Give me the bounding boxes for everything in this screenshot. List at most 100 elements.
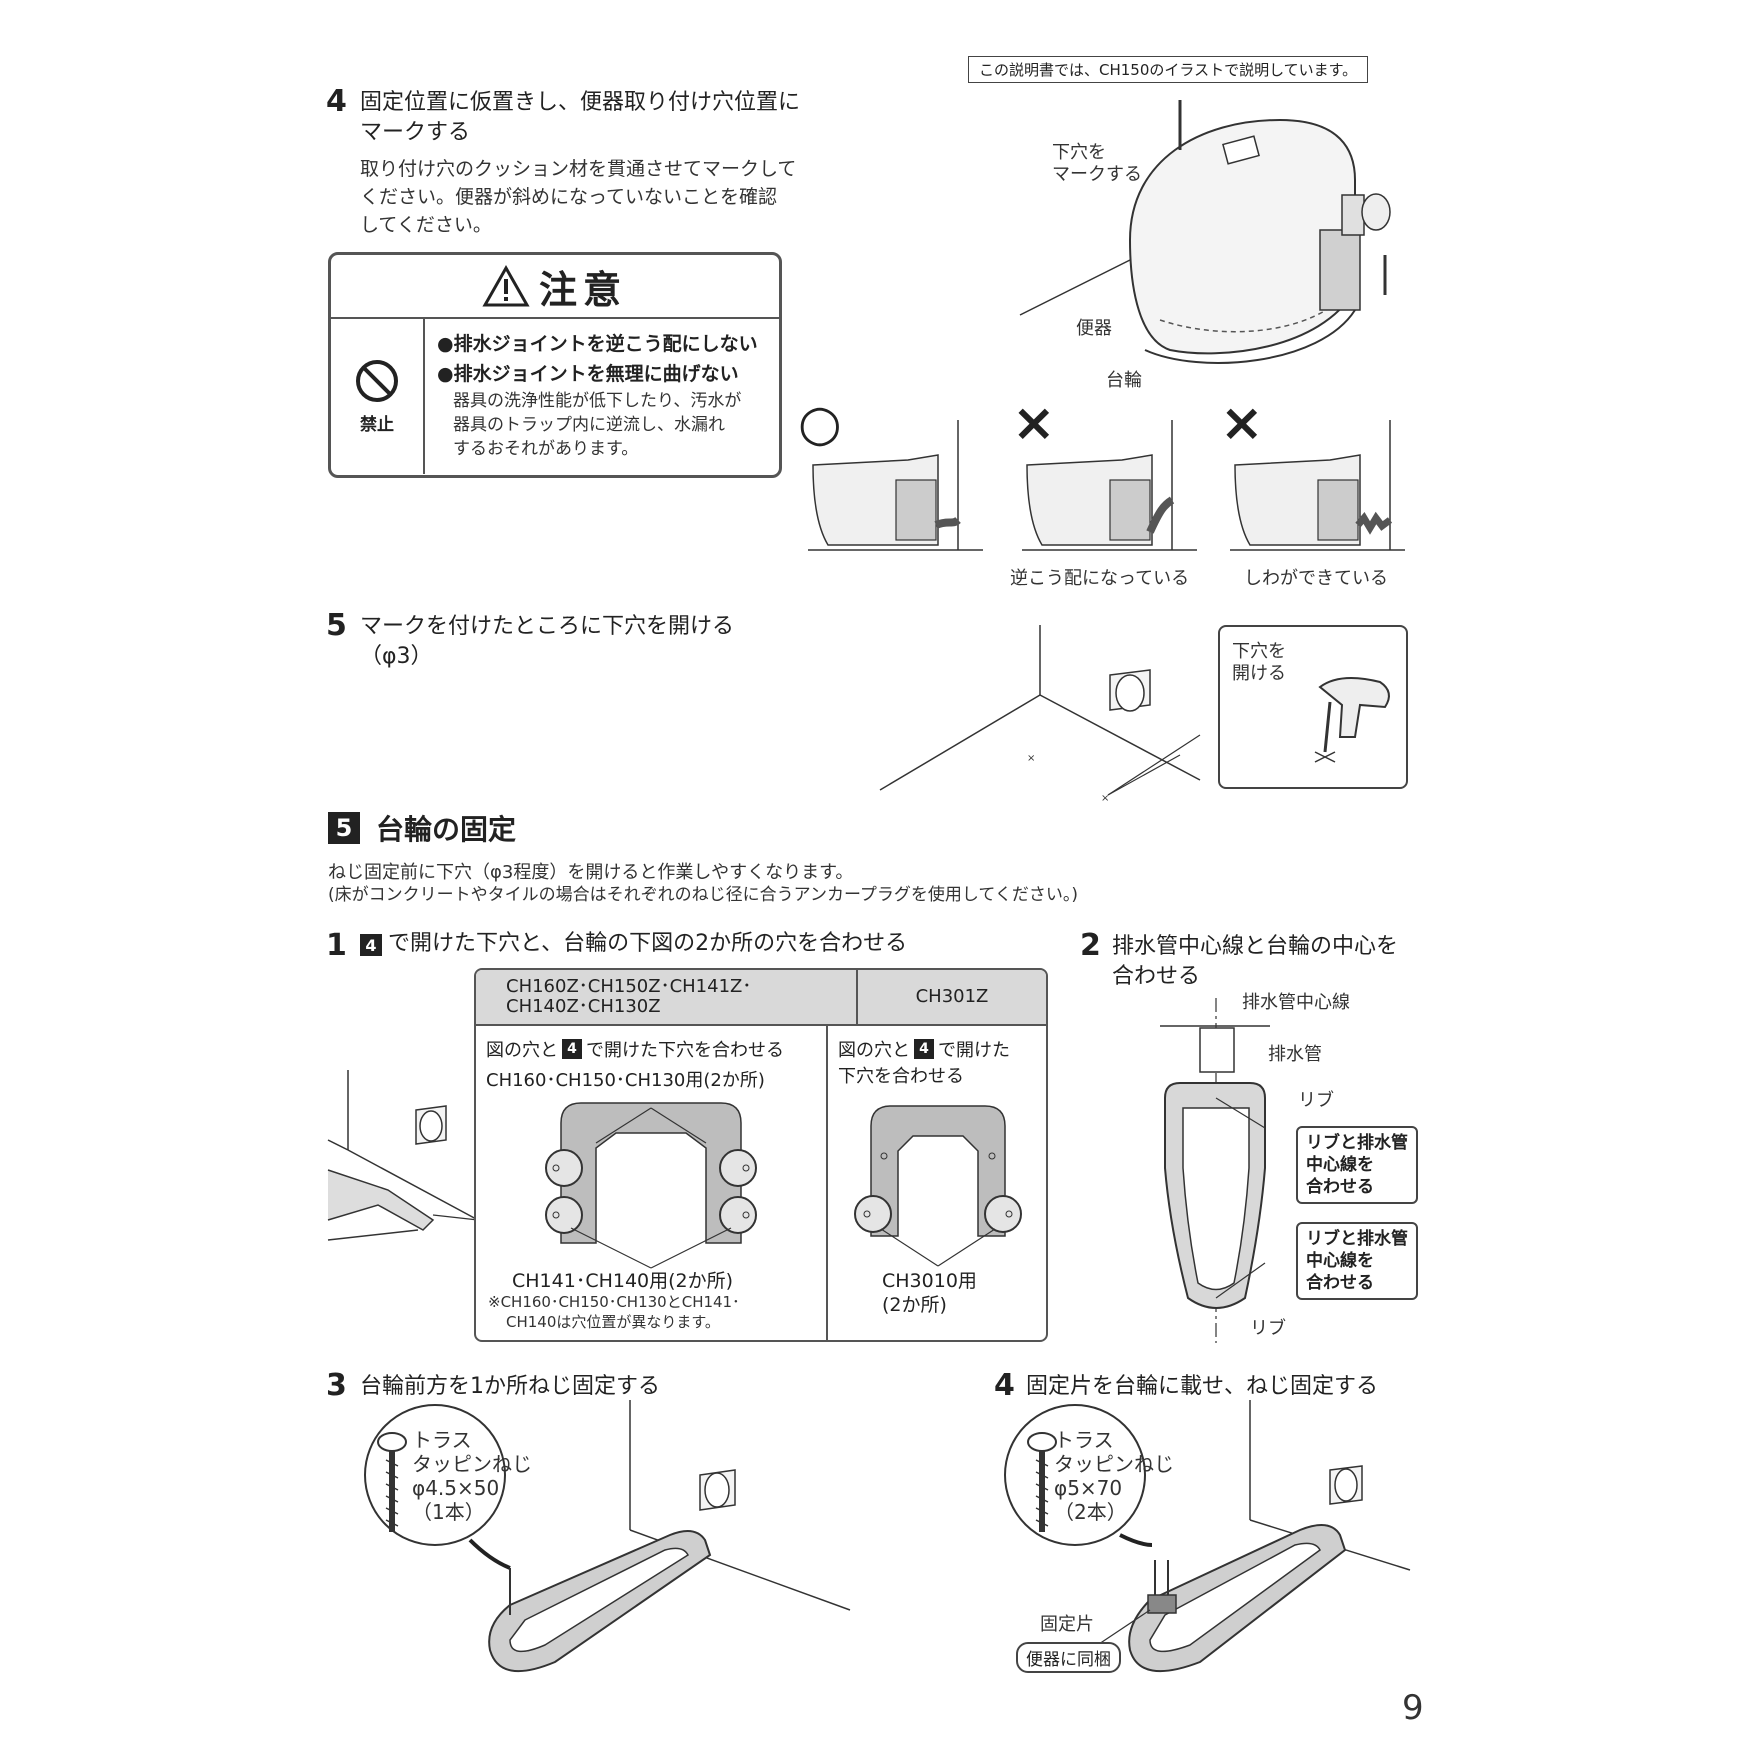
base-label: 台輪 <box>1106 370 1142 391</box>
drain-center-diagram <box>1160 998 1270 1343</box>
bowl-label: 便器 <box>1076 318 1112 339</box>
sub2-number: 2 <box>1080 928 1101 963</box>
sub4-title: 固定片を台輪に載せ、ねじ固定する <box>1026 1374 1379 1399</box>
table-header-left-line2: CH140Z･CH130Z <box>506 996 661 1017</box>
step4-title-line2: マークする <box>360 120 471 145</box>
table-cell-right: 図の穴と 4 で開けた 下穴を合わせる CH3010用 (2か所) <box>828 1026 1046 1340</box>
ng2-caption: しわができている <box>1244 568 1388 589</box>
ok-figure <box>808 420 983 551</box>
sub4-screw-line2: タッピンねじ <box>1054 1452 1174 1476</box>
hole-table-header: CH160Z･CH150Z･CH141Z･ CH140Z･CH130Z CH30… <box>476 970 1046 1026</box>
right-instr-pre: 図の穴と <box>838 1040 910 1061</box>
ok-symbol: ○ <box>798 394 842 452</box>
sub3-screw-line3: φ4.5×50 <box>412 1476 500 1500</box>
step4-body-line1: 取り付け穴のクッション材を貫通させてマークして <box>360 158 797 180</box>
bubble1-line3: 合わせる <box>1306 1177 1374 1197</box>
illustration-note: この説明書では、CH150のイラストで説明しています。 <box>968 56 1369 83</box>
mark-holes-label-line1: 下穴を <box>1052 142 1106 163</box>
left-instr-post: で開けた下穴を合わせる <box>586 1040 784 1061</box>
table-header-right: CH301Z <box>915 986 989 1007</box>
sub2-title-line1: 排水管中心線と台輪の中心を <box>1112 934 1399 959</box>
section5-intro-line2: (床がコンクリートやタイルの場合はそれぞれのねじ径に合うアンカープラグを使用して… <box>328 885 1079 905</box>
base-holes-diagram-left <box>545 1102 757 1269</box>
floor-drill-figure: × × <box>879 625 1201 804</box>
step4-title: 固定位置に仮置きし、便器取り付け穴位置に マークする <box>360 88 800 148</box>
left-top-caption: CH160･CH150･CH130用(2か所) <box>486 1070 765 1091</box>
left-instr-badge: 4 <box>562 1039 582 1059</box>
mark-holes-label-line2: マークする <box>1052 164 1142 185</box>
caution-bullet1: ●排水ジョイントを逆こう配にしない <box>437 333 758 355</box>
sub4-screw-line1: トラス <box>1054 1428 1114 1452</box>
sub3-screw-line2: タッピンねじ <box>412 1452 532 1476</box>
caution-header: 注意 <box>331 255 779 319</box>
center-line-label: 排水管中心線 <box>1242 992 1350 1013</box>
sub4-number: 4 <box>994 1368 1015 1403</box>
bundled-with-toilet-label: 便器に同梱 <box>1016 1642 1121 1673</box>
sub3-screw-line4: （1本） <box>412 1500 485 1524</box>
sub4-figure <box>1004 1400 1411 1673</box>
drill-icon <box>1314 677 1390 763</box>
drill-label-line1: 下穴を <box>1232 641 1286 662</box>
left-instr-pre: 図の穴と <box>486 1040 558 1061</box>
sub3-number: 3 <box>326 1368 347 1403</box>
sub3-screw-line1: トラス <box>412 1428 472 1452</box>
bubble2-line1: リブと排水管 <box>1306 1229 1408 1249</box>
sub4-screw-spec: トラス タッピンねじ φ5×70 （2本） <box>1054 1428 1174 1524</box>
caution-detail-line3: するおそれがあります。 <box>453 439 639 459</box>
drain-pipe-label: 排水管 <box>1268 1044 1322 1065</box>
prohibit-column: 禁止 <box>331 319 425 474</box>
caution-content: ●排水ジョイントを逆こう配にしない ●排水ジョイントを無理に曲げない 器具の洗浄… <box>425 319 768 474</box>
warning-triangle-icon <box>482 264 530 307</box>
prohibit-label: 禁止 <box>360 415 394 435</box>
svg-text:×: × <box>1101 793 1109 804</box>
prohibit-icon <box>356 360 398 402</box>
svg-text:×: × <box>1027 753 1035 764</box>
rib-top-label: リブ <box>1298 1090 1334 1111</box>
caution-detail-line1: 器具の洗浄性能が低下したり、汚水が <box>453 391 742 411</box>
step4-number: 4 <box>326 84 347 119</box>
sub3-title: 台輪前方を1か所ねじ固定する <box>360 1374 660 1399</box>
left-bottom-caption: CH141･CH140用(2か所) <box>512 1270 734 1292</box>
hole-table: CH160Z･CH150Z･CH141Z･ CH140Z･CH130Z CH30… <box>474 968 1048 1342</box>
step5-title-line1: マークを付けたところに下穴を開ける <box>360 614 735 639</box>
bubble2-line2: 中心線を <box>1306 1251 1374 1271</box>
sub4-screw-line4: （2本） <box>1054 1500 1127 1524</box>
base-holes-diagram-right <box>854 1105 1022 1267</box>
drill-callout: 下穴を 開ける <box>1218 625 1408 789</box>
ng2-figure <box>1230 420 1405 551</box>
sub1-number: 1 <box>326 928 347 963</box>
left-note-line2: CH140は穴位置が異なります。 <box>506 1313 720 1331</box>
table-header-left-line1: CH160Z･CH150Z･CH141Z･ <box>506 976 752 997</box>
ng1-figure <box>1022 420 1197 551</box>
step5-number: 5 <box>326 608 347 643</box>
left-note-line1: ※CH160･CH150･CH130とCH141･ <box>488 1293 740 1311</box>
step5-title: マークを付けたところに下穴を開ける （φ3） <box>360 612 734 672</box>
sub4-screw-line3: φ5×70 <box>1054 1476 1123 1500</box>
step5-title-line2: （φ3） <box>360 644 433 669</box>
step4-body-line3: してください。 <box>360 214 492 236</box>
sub1-title: で開けた下穴と、台輪の下図の2か所の穴を合わせる <box>388 931 908 956</box>
sub2-title-line2: 合わせる <box>1112 964 1201 989</box>
caution-detail-line2: 器具のトラップ内に逆流し、水漏れ <box>453 415 725 435</box>
table-header-left: CH160Z･CH150Z･CH141Z･ CH140Z･CH130Z <box>476 970 858 1024</box>
align-rib-bubble-bottom: リブと排水管 中心線を 合わせる <box>1296 1222 1418 1300</box>
sub3-figure <box>364 1400 851 1673</box>
drill-label-line2: 開ける <box>1232 663 1286 684</box>
sub2-title: 排水管中心線と台輪の中心を 合わせる <box>1112 932 1398 992</box>
bubble1-line2: 中心線を <box>1306 1155 1374 1175</box>
ng2-symbol: × <box>1220 393 1264 453</box>
base-sketch-left <box>327 1070 479 1241</box>
align-rib-bubble-top: リブと排水管 中心線を 合わせる <box>1296 1126 1418 1204</box>
section5-intro-line1: ねじ固定前に下穴（φ3程度）を開けると作業しやすくなります。 <box>328 862 854 883</box>
mark-holes-label: 下穴を マークする <box>1052 142 1142 186</box>
page-number: 9 <box>1402 1688 1424 1728</box>
step4-body: 取り付け穴のクッション材を貫通させてマークして ください。便器が斜めになっていな… <box>360 155 796 239</box>
right-instr-post: で開けた <box>938 1040 1010 1061</box>
section5-intro: ねじ固定前に下穴（φ3程度）を開けると作業しやすくなります。 (床がコンクリート… <box>328 862 1078 906</box>
ng1-symbol: × <box>1012 393 1056 453</box>
caution-bullet2: ●排水ジョイントを無理に曲げない <box>437 363 739 385</box>
fixing-piece-label: 固定片 <box>1040 1614 1094 1635</box>
bubble2-line3: 合わせる <box>1306 1273 1374 1293</box>
right-instr-line2: 下穴を合わせる <box>838 1066 964 1087</box>
section5-badge: 5 <box>328 812 360 844</box>
